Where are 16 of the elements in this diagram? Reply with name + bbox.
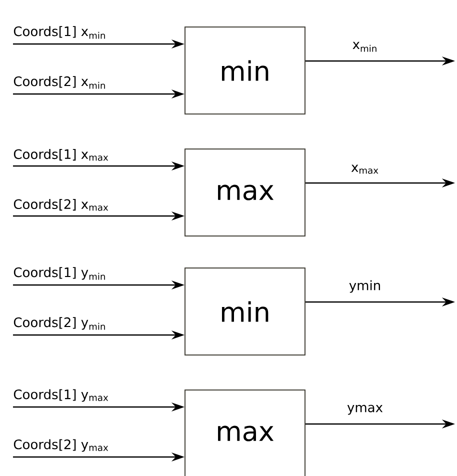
edge-label: Coords[2] y$_{min}$ bbox=[14, 317, 105, 330]
edge-label: Coords[2] x$_{min}$ bbox=[14, 76, 105, 89]
edge-label: ymax bbox=[347, 404, 383, 415]
edge-label: x$_{min}$ bbox=[352, 42, 376, 52]
edge-label: Coords[2] y$_{max}$ bbox=[14, 439, 108, 452]
edge-label: ymin bbox=[349, 280, 380, 293]
function-box: min bbox=[184, 268, 306, 356]
function-box: min bbox=[184, 26, 306, 114]
edge-label: Coords[1] y$_{min}$ bbox=[14, 267, 105, 280]
function-box: max bbox=[184, 148, 306, 236]
edge-label: Coords[1] x$_{min}$ bbox=[14, 26, 105, 39]
edge-label: x$_{max}$ bbox=[351, 164, 378, 174]
edge-label: Coords[1] x$_{max}$ bbox=[14, 149, 108, 161]
function-box: max bbox=[184, 390, 306, 476]
edge-label: Coords[2] x$_{max}$ bbox=[14, 199, 108, 211]
edge-label: Coords[1] y$_{max}$ bbox=[14, 389, 108, 402]
